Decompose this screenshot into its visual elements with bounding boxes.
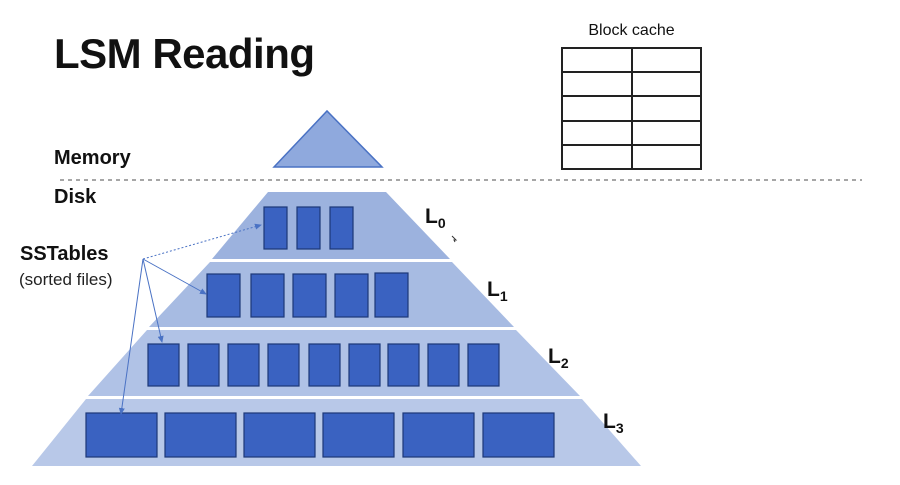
sstable-l1 [374, 272, 409, 318]
level-label-0: L0 [425, 205, 446, 232]
sstable-l2 [427, 343, 460, 387]
memory-label: Memory [54, 147, 131, 169]
sstable-arrow [142, 223, 262, 260]
sstable-l2 [227, 343, 260, 387]
level-1-band [149, 262, 514, 327]
sstable-l3 [482, 412, 555, 458]
sstable-l2 [387, 343, 420, 387]
level-label-3: L3 [603, 410, 624, 437]
sstable-arrow [142, 258, 207, 295]
sstable-l2 [467, 343, 500, 387]
sstable-l2 [308, 343, 341, 387]
sstable-l3 [85, 412, 158, 458]
cache-cell [631, 96, 701, 121]
sstable-l1 [334, 273, 369, 318]
sstable-l0 [329, 206, 354, 250]
sstable-arrow [142, 258, 164, 343]
cursor-mark [451, 235, 458, 243]
disk-label: Disk [54, 186, 97, 208]
sstable-l3 [402, 412, 475, 458]
sstable-l1 [206, 273, 241, 318]
level-label-2: L2 [548, 345, 569, 372]
sstable-l2 [267, 343, 300, 387]
block-cache-grid [561, 47, 702, 170]
sstables-note: (sorted files) [19, 270, 113, 289]
level-label-1: L1 [487, 278, 508, 305]
sstables-label: SSTables [20, 243, 109, 265]
sstable-l3 [322, 412, 395, 458]
cache-cell [562, 144, 632, 169]
sstable-l2 [348, 343, 381, 387]
cache-cell [562, 72, 632, 97]
sstable-l0 [296, 206, 321, 250]
sstable-l2 [187, 343, 220, 387]
sstable-l3 [164, 412, 237, 458]
cache-cell [562, 120, 632, 145]
cache-cell [562, 96, 632, 121]
memtable-triangle [272, 109, 384, 168]
cache-cell [631, 120, 701, 145]
sstable-arrow [118, 258, 144, 415]
cache-cell [562, 48, 632, 73]
sstable-l1 [250, 273, 285, 318]
cache-cell [631, 48, 701, 73]
page-title: LSM Reading [54, 30, 315, 77]
cache-cell [631, 72, 701, 97]
block-cache-label: Block cache [588, 22, 675, 39]
cache-cell [631, 144, 701, 169]
sstable-l1 [292, 273, 327, 318]
sstable-l3 [243, 412, 316, 458]
sstable-l0 [263, 206, 288, 250]
sstable-l2 [147, 343, 180, 387]
